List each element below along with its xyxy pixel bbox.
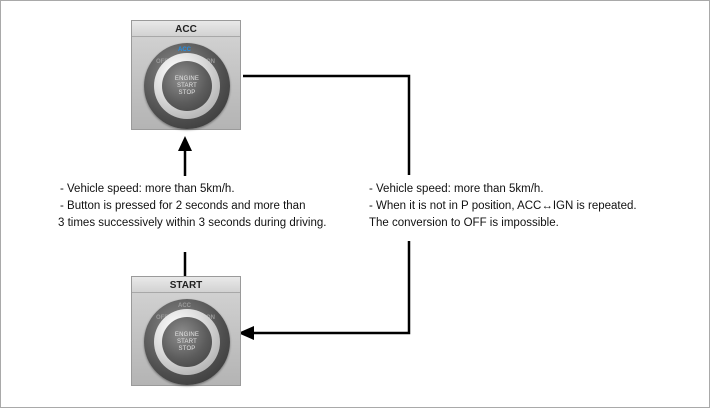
button-bezel: ENGINE START STOP (154, 309, 220, 375)
note-line: - Vehicle speed: more than 5km/h. (60, 183, 235, 195)
start-start-button[interactable]: OFF ACC ON ENGINE START STOP (144, 299, 230, 385)
start-button-panel: START OFF ACC ON ENGINE START STOP (131, 276, 241, 386)
engine-start-stop-knob: ENGINE START STOP (162, 61, 212, 111)
acc-to-start-line-upper (243, 74, 411, 175)
note-line: The conversion to OFF is impossible. (369, 217, 559, 229)
knob-text-line-2: START (176, 338, 198, 345)
note-line: - When it is not in P position, ACC↔IGN … (369, 200, 637, 212)
engine-start-stop-knob: ENGINE START STOP (162, 317, 212, 367)
button-bezel: ENGINE START STOP (154, 53, 220, 119)
start-panel-title: START (132, 277, 240, 293)
knob-text-line-3: STOP (178, 89, 196, 96)
knob-text-line-1: ENGINE (174, 75, 200, 82)
acc-panel-title: ACC (132, 21, 240, 37)
acc-to-start-condition-note: - Vehicle speed: more than 5km/h. - When… (369, 181, 637, 232)
start-to-acc-condition-note: - Vehicle speed: more than 5km/h. - Butt… (58, 181, 327, 232)
left-arrowhead (238, 326, 254, 340)
knob-text-line-3: STOP (178, 345, 196, 352)
position-off-label: OFF (156, 315, 168, 321)
position-acc-label: ACC (178, 47, 191, 53)
knob-text-line-2: START (176, 82, 198, 89)
position-off-label: OFF (156, 59, 168, 65)
note-line: 3 times successively within 3 seconds du… (58, 217, 327, 229)
note-line: - Button is pressed for 2 seconds and mo… (60, 200, 306, 212)
up-arrowhead (178, 136, 192, 151)
acc-button-panel: ACC OFF ACC ON ENGINE START STOP (131, 20, 241, 130)
position-acc-label: ACC (178, 303, 191, 309)
note-line: - Vehicle speed: more than 5km/h. (369, 183, 544, 195)
acc-start-button[interactable]: OFF ACC ON ENGINE START STOP (144, 43, 230, 129)
acc-to-start-line-lower (254, 241, 411, 335)
knob-text-line-1: ENGINE (174, 331, 200, 338)
